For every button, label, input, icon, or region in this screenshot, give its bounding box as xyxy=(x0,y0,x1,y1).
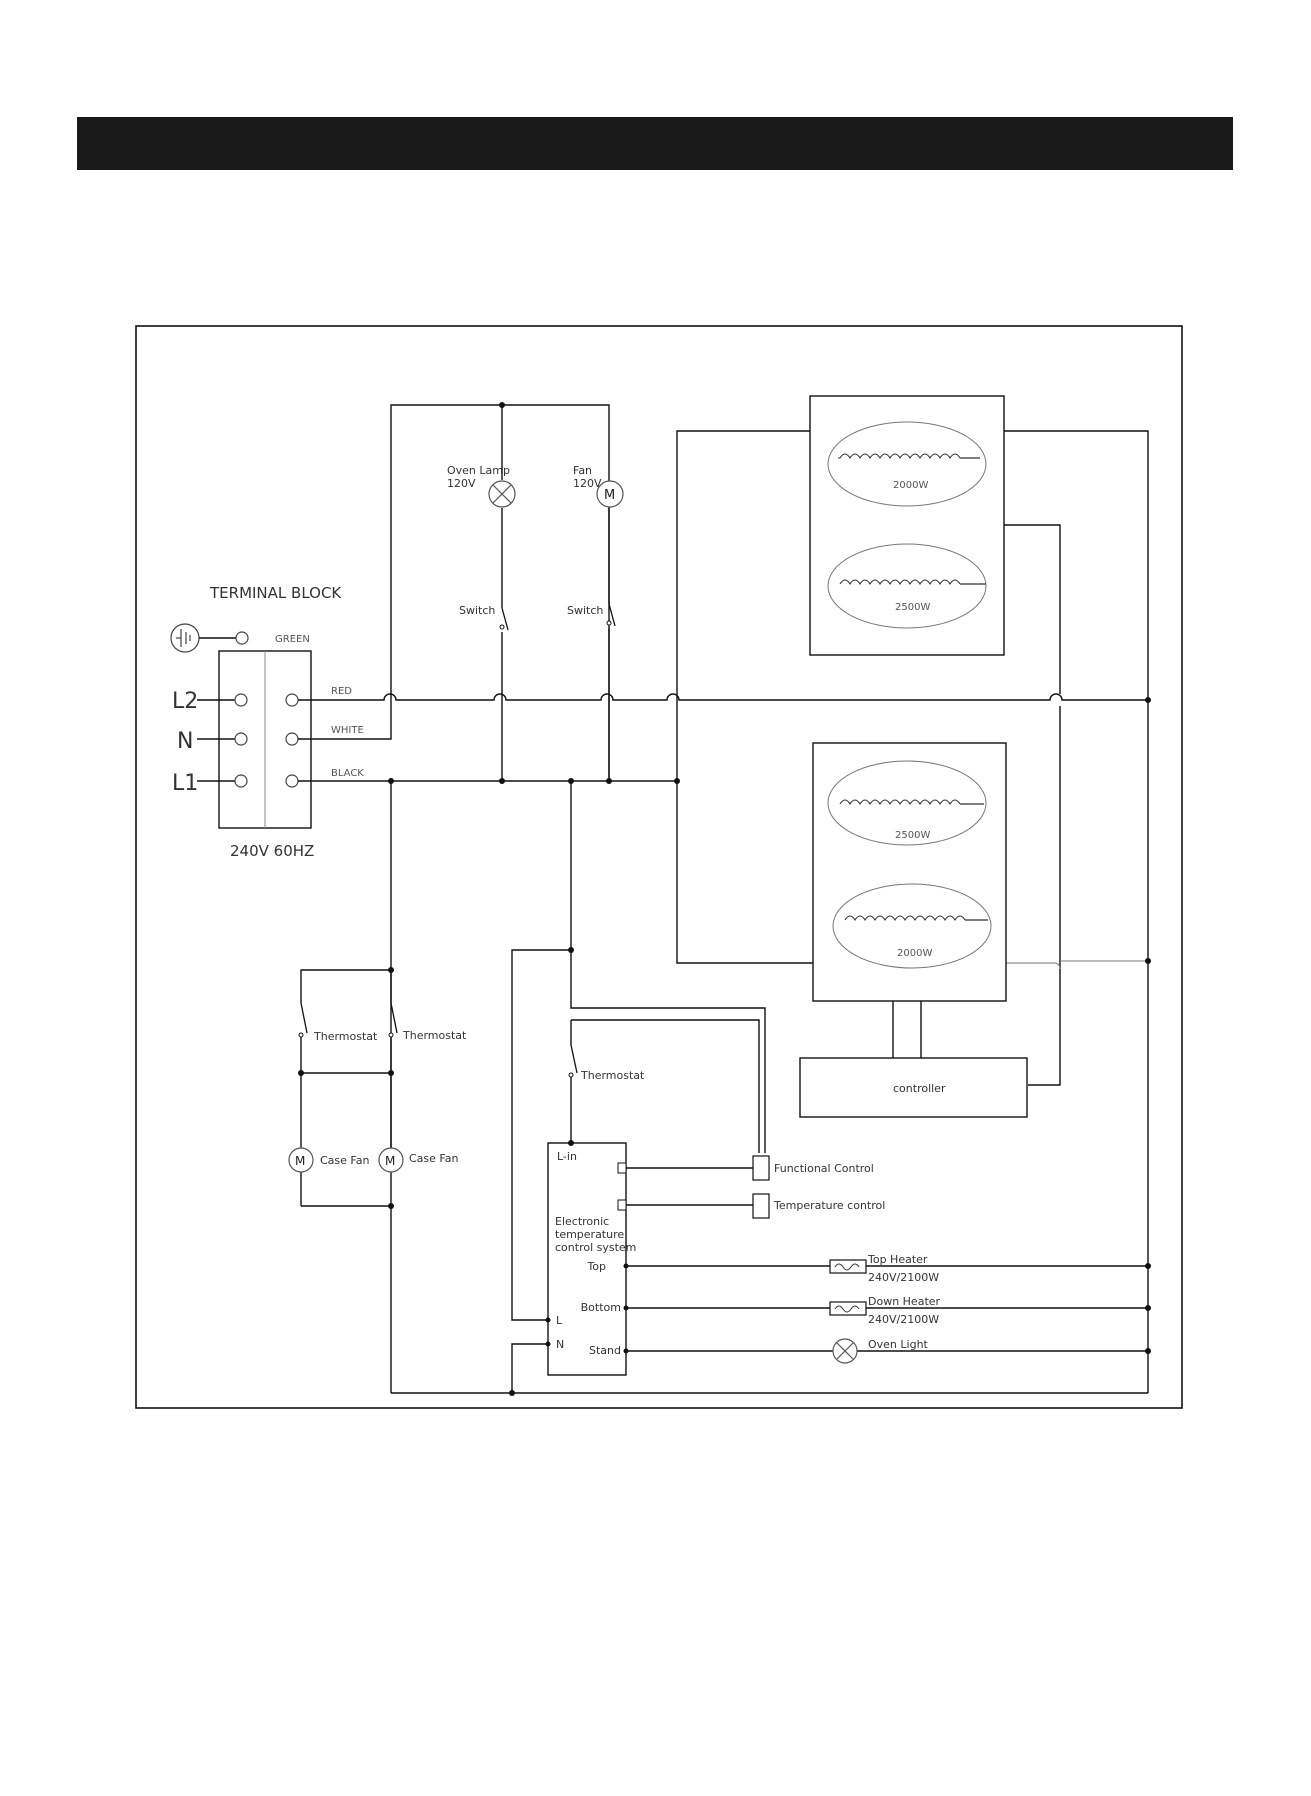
top-heater-rating: 240V/2100W xyxy=(868,1271,939,1284)
down-heater-rating: 240V/2100W xyxy=(868,1313,939,1326)
etc-thermostat-label: Thermostat xyxy=(580,1069,645,1082)
motor-icon xyxy=(288,1147,314,1173)
thermostat-left: Thermostat xyxy=(298,1002,378,1043)
etc-terminal-n: N xyxy=(556,1338,564,1351)
oven-lamp-label: Oven Lamp xyxy=(447,464,510,477)
case-fan-right-label: Case Fan xyxy=(409,1152,458,1165)
wire-black: BLACK xyxy=(331,768,364,779)
etc-line-3: control system xyxy=(555,1241,636,1254)
case-fan-left-label: Case Fan xyxy=(320,1154,369,1167)
motor-icon xyxy=(378,1147,404,1173)
heater-element-icon xyxy=(829,1301,867,1316)
etc-thermostat: Thermostat xyxy=(568,1044,645,1082)
terminal-block: TERMINAL BLOCK GREEN L2 N L1 RED WHITE B… xyxy=(170,584,364,860)
oven-lamp: Oven Lamp 120V xyxy=(447,464,516,508)
oven-light-label: Oven Light xyxy=(868,1338,929,1351)
svg-text:M: M xyxy=(295,1154,305,1168)
etc-line-1: Electronic xyxy=(555,1215,609,1228)
etc-line-2: temperature xyxy=(555,1228,624,1241)
temperature-control-label: Temperature control xyxy=(773,1199,885,1212)
fan-voltage: 120V xyxy=(573,477,602,490)
terminal-rating: 240V 60HZ xyxy=(230,842,314,860)
heater-coil-icon xyxy=(839,453,961,460)
heater-upper-top-watt: 2000W xyxy=(893,480,928,491)
thermostat-right: Thermostat xyxy=(388,970,467,1042)
fan-switch-label: Switch xyxy=(567,604,603,617)
input-l1: L1 xyxy=(172,771,198,796)
wire-white: WHITE xyxy=(331,725,364,736)
etc-l-in: L-in xyxy=(557,1150,577,1163)
svg-text:M: M xyxy=(604,488,615,503)
lamp-switch-label: Switch xyxy=(459,604,495,617)
lower-heater-box: 2500W 2000W xyxy=(812,742,1007,1002)
etc-terminal-l: L xyxy=(556,1314,563,1327)
heater-coil-icon xyxy=(844,915,966,922)
top-heater-label: Top Heater xyxy=(867,1253,928,1266)
etc-box: L-in Electronic temperature control syst… xyxy=(547,1142,636,1376)
fan: M Fan 120V xyxy=(573,464,624,508)
down-heater-label: Down Heater xyxy=(868,1295,941,1308)
top-heater: Top Heater 240V/2100W xyxy=(829,1253,939,1284)
heater-element-icon xyxy=(829,1259,867,1274)
controller-box: controller xyxy=(799,1057,1028,1118)
heater-lower-top-watt: 2500W xyxy=(895,830,930,841)
ground-icon xyxy=(170,623,200,653)
lamp-switch: Switch xyxy=(459,604,509,631)
diagram-frame xyxy=(135,325,1183,1409)
terminal-block-title: TERMINAL BLOCK xyxy=(209,584,342,602)
upper-heater-box: 2000W 2500W xyxy=(809,395,1005,656)
ground-label: GREEN xyxy=(275,634,310,645)
functional-control-label: Functional Control xyxy=(774,1162,874,1175)
temperature-control: Temperature control xyxy=(752,1193,885,1219)
thermostat-left-label: Thermostat xyxy=(313,1030,378,1043)
controller-label: controller xyxy=(893,1082,946,1095)
fan-switch: Switch xyxy=(567,603,616,627)
etc-terminal-stand: Stand xyxy=(589,1344,621,1357)
oven-lamp-voltage: 120V xyxy=(447,477,476,490)
thermostat-right-label: Thermostat xyxy=(402,1029,467,1042)
etc-terminal-bottom: Bottom xyxy=(581,1301,621,1314)
svg-text:M: M xyxy=(385,1154,395,1168)
oven-light: Oven Light xyxy=(832,1338,929,1364)
heater-coil-icon xyxy=(839,799,961,806)
fan-label: Fan xyxy=(573,464,592,477)
input-l2: L2 xyxy=(172,689,198,714)
etc-terminal-top: Top xyxy=(586,1260,606,1273)
input-n: N xyxy=(177,729,193,754)
heater-lower-bottom-watt: 2000W xyxy=(897,948,932,959)
case-fan-left: M Case Fan xyxy=(288,1147,369,1173)
heater-coil-icon xyxy=(839,579,961,586)
header-bar xyxy=(77,117,1233,170)
functional-control: Functional Control xyxy=(752,1155,874,1181)
motor-icon xyxy=(596,480,624,508)
heater-upper-bottom-watt: 2500W xyxy=(895,602,930,613)
case-fan-right: M Case Fan xyxy=(378,1073,458,1173)
down-heater: Down Heater 240V/2100W xyxy=(829,1295,941,1326)
wire-red: RED xyxy=(331,686,352,697)
